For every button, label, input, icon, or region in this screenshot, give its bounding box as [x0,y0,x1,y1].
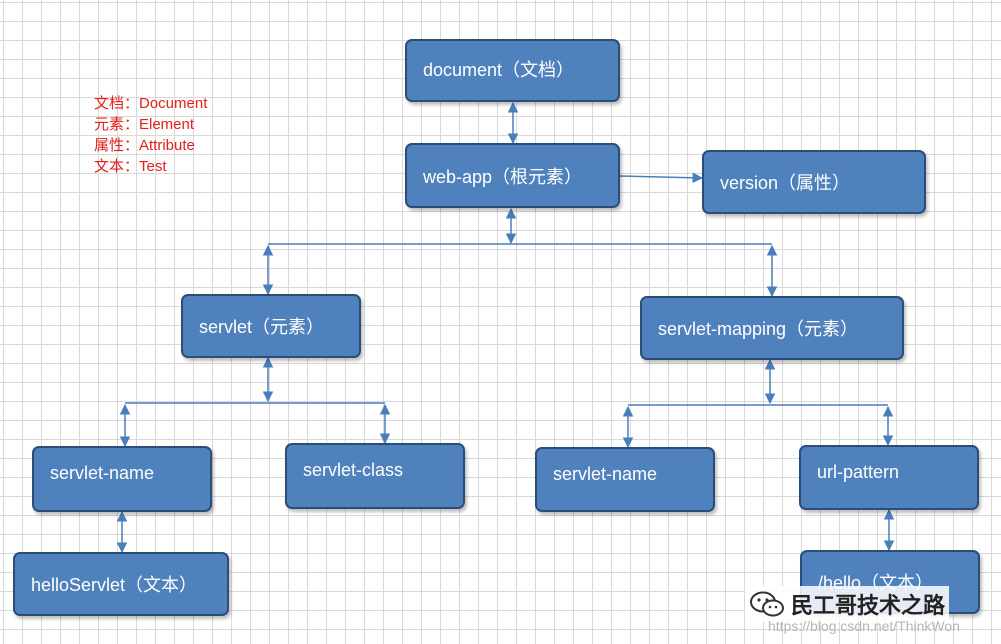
watermark-url: https://blog.csdn.net/ThinkWon [768,618,960,634]
node-web-app: web-app（根元素） [405,143,620,208]
connector-webapp-version [618,172,704,184]
node-hello-servlet: helloServlet（文本） [13,552,229,616]
node-servlet-name-right: servlet-name [535,447,715,512]
legend-item-element: 元素：Element [94,116,195,133]
watermark-brand: 民工哥技术之路 [791,593,946,618]
node-servlet: servlet（元素） [181,294,361,358]
wechat-icon [750,591,784,617]
legend-item-document: 文档：Document [94,95,208,112]
node-servlet-name-left: servlet-name [32,446,212,512]
node-version: version（属性） [702,150,926,214]
node-servlet-class: servlet-class [285,443,465,509]
watermark: 民工哥技术之路 [745,586,950,622]
node-servlet-mapping: servlet-mapping（元素） [640,296,904,360]
node-document: document（文档） [405,39,620,102]
legend-item-text: 文本：Test [94,158,167,175]
node-url-pattern: url-pattern [799,445,979,510]
legend: 文档：Document 元素：Element 属性：Attribute 文本：T… [94,93,207,177]
legend-item-attribute: 属性：Attribute [94,137,195,154]
